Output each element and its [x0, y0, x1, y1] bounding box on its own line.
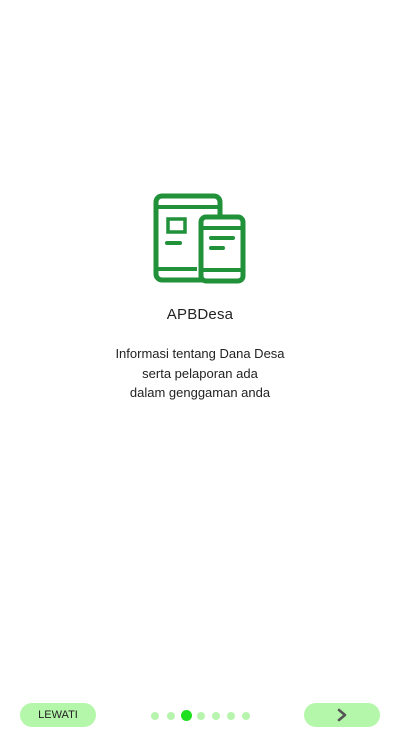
page-dot[interactable]: [151, 712, 159, 720]
skip-button[interactable]: LEWATI: [20, 703, 96, 727]
onboarding-title: APBDesa: [166, 306, 234, 323]
page-dot[interactable]: [212, 712, 220, 720]
page-dot[interactable]: [197, 712, 205, 720]
page-dot-active[interactable]: [181, 710, 192, 721]
description-line: Informasi tentang Dana Desa: [115, 346, 285, 361]
page-dot[interactable]: [242, 712, 250, 720]
onboarding-description: Informasi tentang Dana Desa serta pelapo…: [0, 344, 400, 403]
page-dot[interactable]: [167, 712, 175, 720]
phone-tablet-icon: [153, 193, 246, 284]
onboarding-bottom-bar: LEWATI: [0, 702, 400, 728]
page-dot[interactable]: [227, 712, 235, 720]
next-button[interactable]: [304, 703, 380, 727]
chevron-right-icon: [337, 708, 347, 722]
description-line: serta pelaporan ada: [142, 365, 258, 381]
description-line: dalam genggaman anda: [129, 385, 271, 400]
page-indicator: [149, 710, 253, 722]
